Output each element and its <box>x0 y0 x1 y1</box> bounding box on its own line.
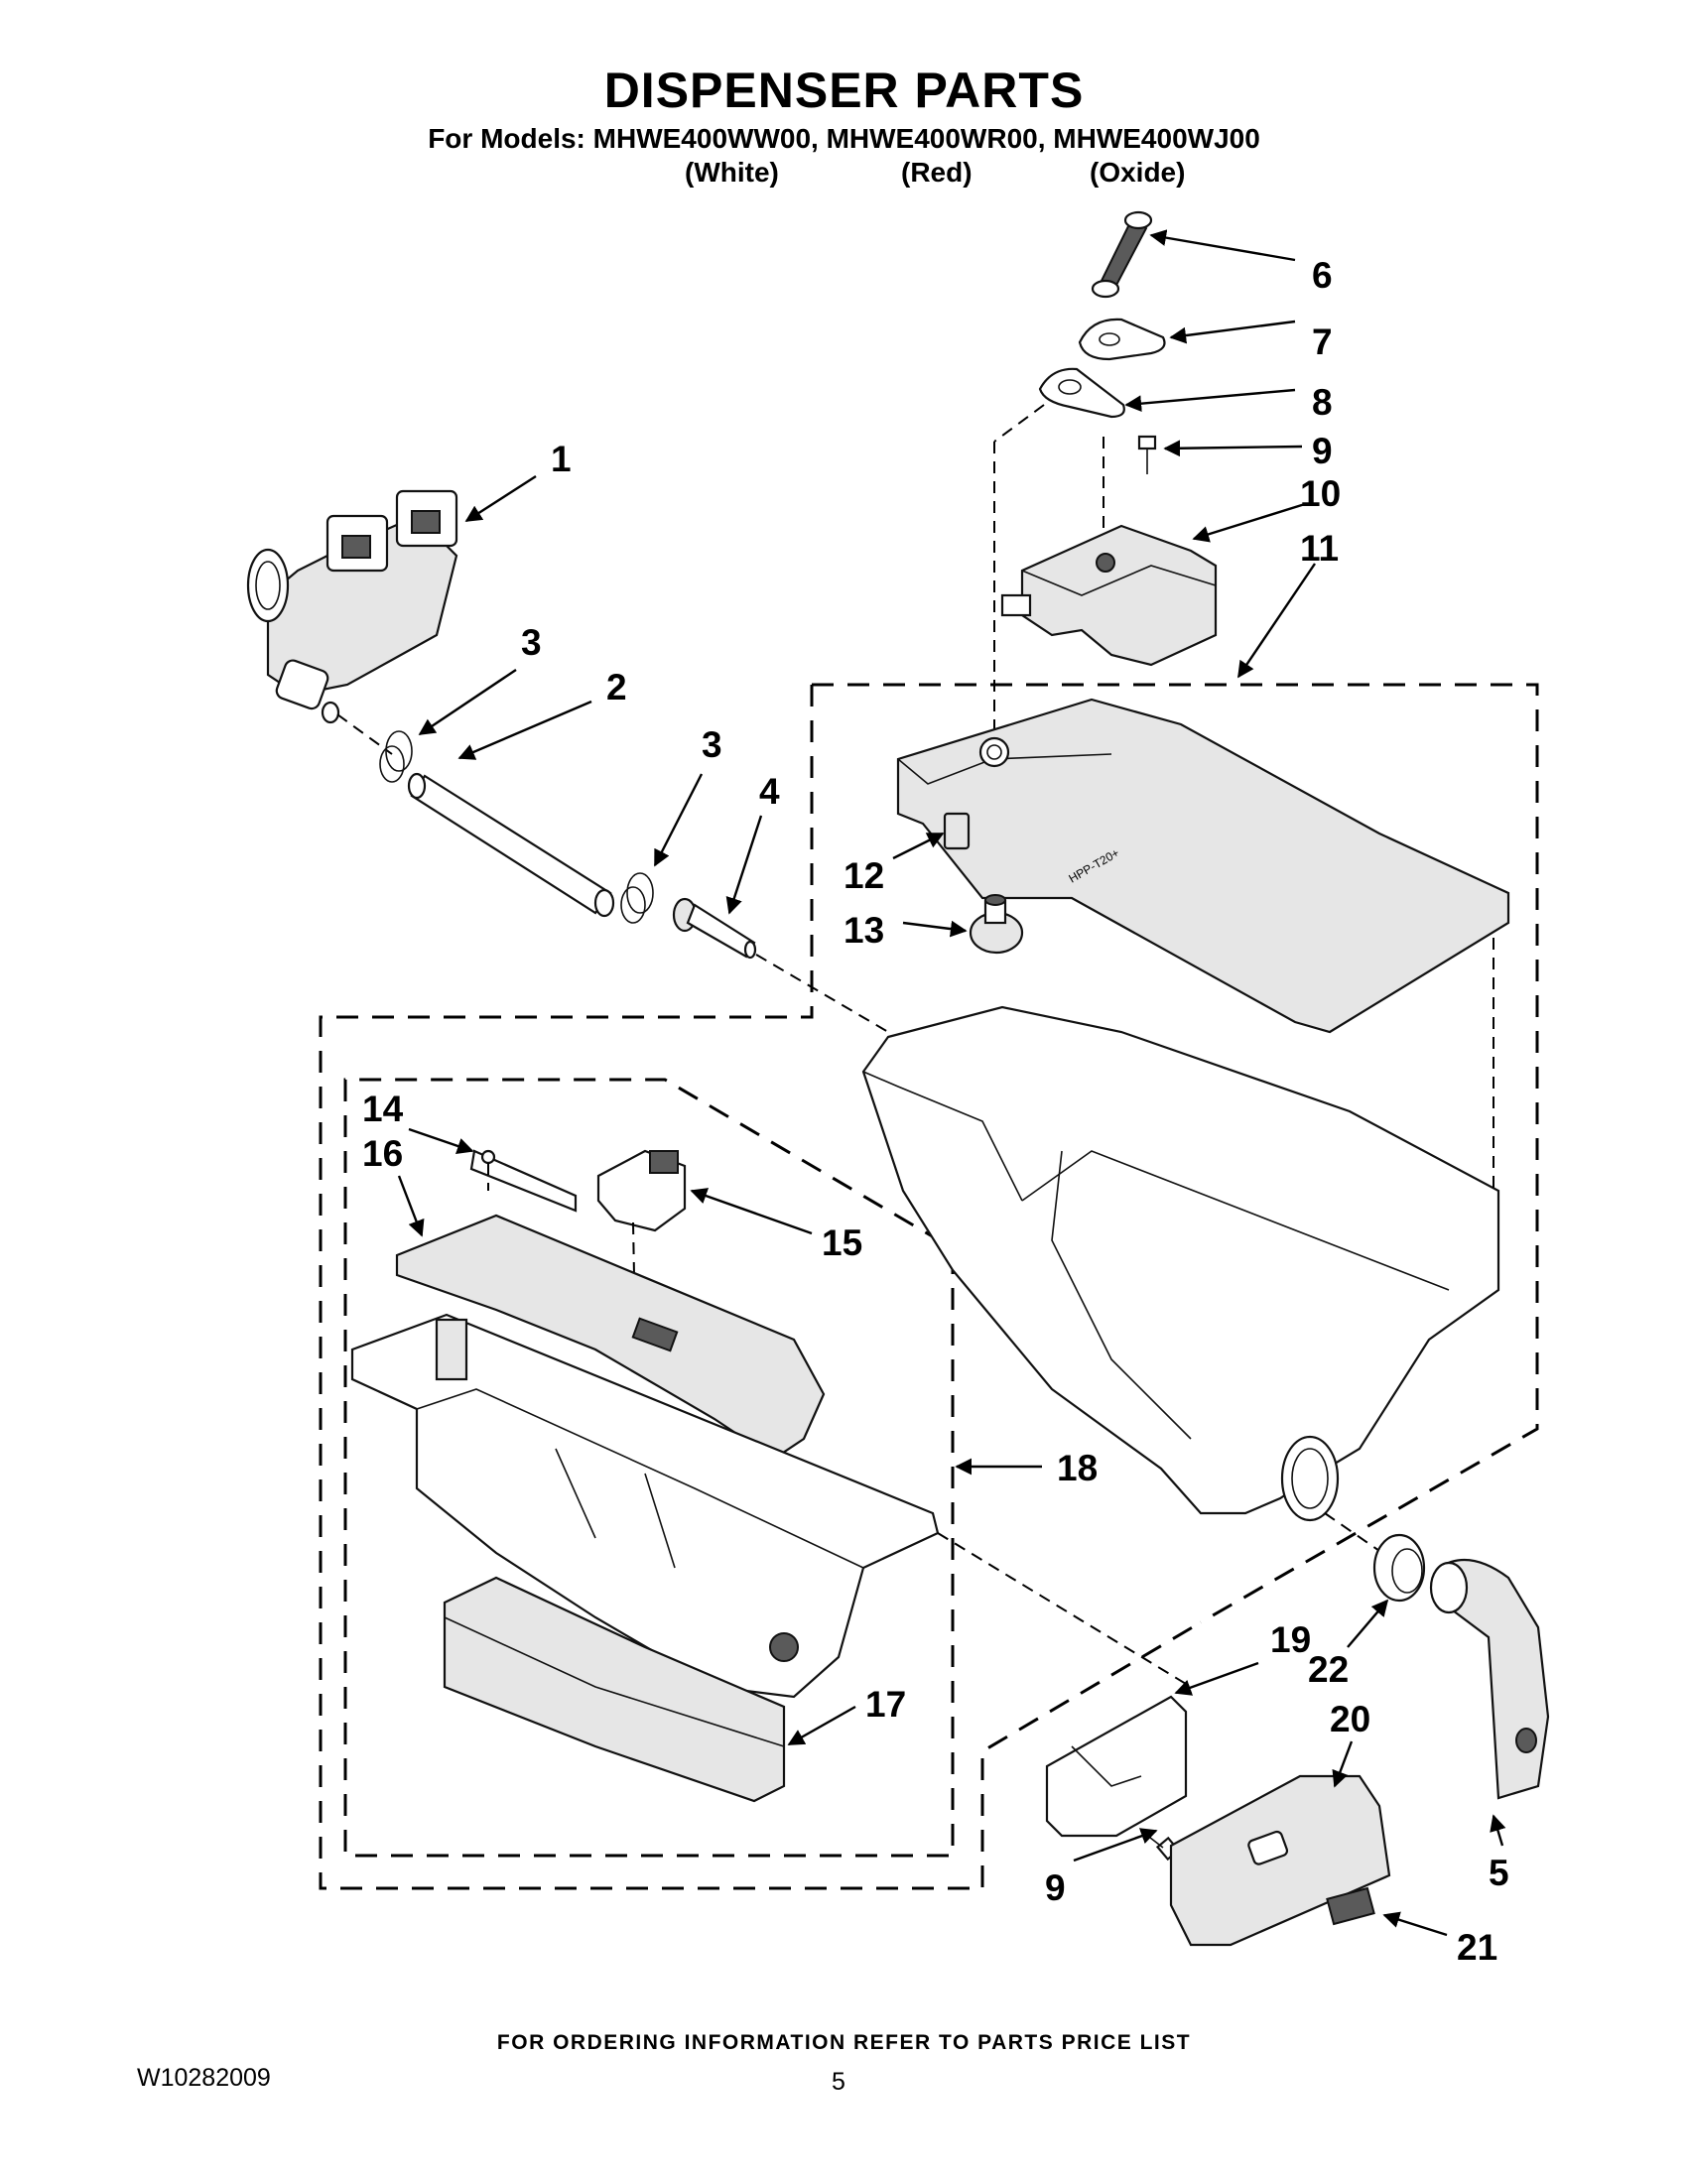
callout-19: 19 <box>1270 1619 1311 1660</box>
document-number: W10282009 <box>137 2064 271 2092</box>
inlet-nozzle-part <box>672 897 757 960</box>
callout-18: 18 <box>1057 1448 1098 1488</box>
color-label-white: (White) <box>685 157 779 188</box>
callout-14: 14 <box>362 1089 404 1129</box>
callout-1: 1 <box>551 439 572 479</box>
cam-gasket-part <box>1038 367 1125 419</box>
callout-10: 10 <box>1300 473 1341 514</box>
callout-7: 7 <box>1312 321 1333 362</box>
dispenser-drawer-part <box>350 1313 940 1699</box>
callout-6: 6 <box>1312 255 1333 296</box>
callout-12: 12 <box>844 855 884 896</box>
assembly-11-boundary <box>319 683 1539 1890</box>
drawer-front-axis <box>937 1532 1192 1688</box>
nozzle-axis <box>755 954 889 1033</box>
callout-9-upper: 9 <box>1312 431 1333 471</box>
hose-clamp-lower-part <box>620 872 654 924</box>
handle-bracket-part <box>1045 1695 1188 1838</box>
housing-outlet-axis <box>1324 1512 1383 1554</box>
valve-hose-axis <box>336 713 393 755</box>
dispenser-cover-part: HPP-T20+ <box>896 698 1510 1034</box>
fill-hose-part <box>407 772 615 918</box>
ordering-note: FOR ORDERING INFORMATION REFER TO PARTS … <box>496 2031 1192 2054</box>
screw-part-upper <box>1137 435 1157 474</box>
link-arm-part <box>1091 210 1153 299</box>
callout-13: 13 <box>844 910 884 951</box>
hose-clamp-upper-part <box>379 730 413 783</box>
bleach-cup-part <box>596 1149 687 1232</box>
model-list: For Models: MHWE400WW00, MHWE400WR00, MH… <box>428 123 1260 154</box>
color-label-oxide: (Oxide) <box>1090 157 1186 188</box>
callout-2: 2 <box>606 667 627 707</box>
callout-5: 5 <box>1489 1853 1509 1893</box>
dispenser-actuator-part <box>1000 524 1218 667</box>
outlet-hose-part <box>1429 1558 1550 1800</box>
page-title: DISPENSER PARTS <box>603 63 1085 118</box>
outlet-seal-part <box>1372 1533 1426 1603</box>
water-valve-part <box>246 489 458 724</box>
callout-9-lower: 9 <box>1045 1867 1066 1908</box>
assembly-18-boundary <box>343 1078 955 1858</box>
drawer-tray-part <box>443 1576 786 1803</box>
housing-part <box>861 1005 1500 1522</box>
drawer-handle-part <box>1169 1774 1391 1947</box>
color-label-red: (Red) <box>901 157 973 188</box>
pressure-switch-part <box>969 894 1024 955</box>
callout-8: 8 <box>1312 382 1333 423</box>
page-number: 5 <box>832 2068 845 2096</box>
drawer-label-part <box>1326 1886 1375 1926</box>
callout-15: 15 <box>822 1222 862 1263</box>
housing-clip-part <box>943 812 971 850</box>
drive-cam-part <box>1078 318 1166 361</box>
callout-16: 16 <box>362 1133 403 1174</box>
callout-11: 11 <box>1300 528 1339 569</box>
drawer-lever-part <box>469 1149 578 1213</box>
callout-3-lower: 3 <box>702 724 722 765</box>
callout-22: 22 <box>1308 1649 1349 1690</box>
callout-4: 4 <box>759 771 780 812</box>
gasket-axis <box>993 404 1045 443</box>
callout-20: 20 <box>1330 1699 1370 1739</box>
callout-3-upper: 3 <box>521 622 542 663</box>
callout-21: 21 <box>1457 1927 1497 1968</box>
callout-17: 17 <box>865 1684 906 1725</box>
leader-lines <box>397 229 1506 1937</box>
